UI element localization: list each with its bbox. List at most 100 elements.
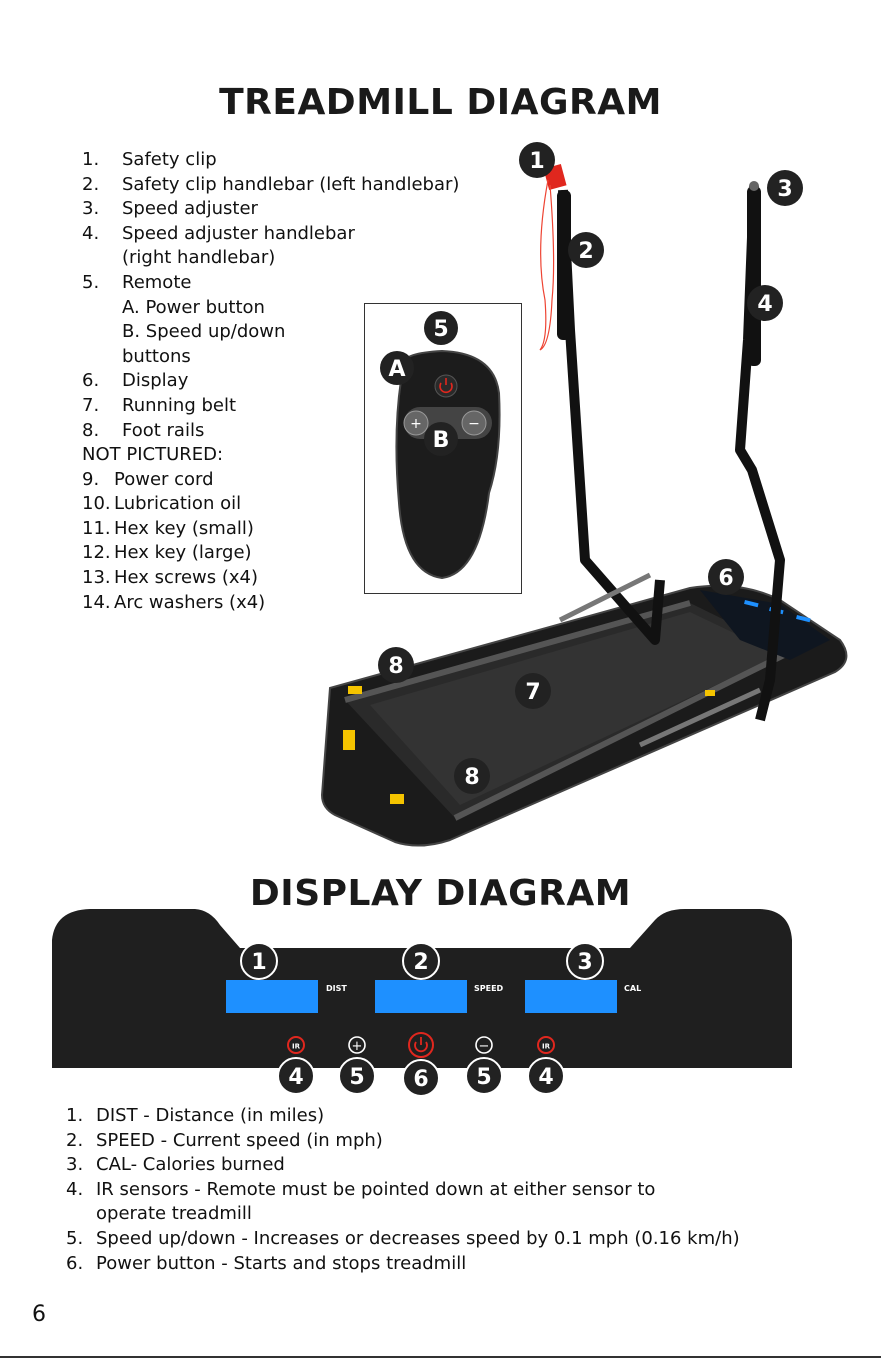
list-item: 5.Speed up/down - Increases or decreases… <box>66 1227 740 1249</box>
svg-text:+: + <box>352 1039 363 1054</box>
svg-text:7: 7 <box>525 680 540 705</box>
display-callout-4-right: 4 <box>527 1057 565 1095</box>
callout-B: B <box>424 422 458 456</box>
list-item: 6.Power button - Starts and stops treadm… <box>66 1252 467 1274</box>
ir-sensor-icon <box>287 1036 305 1054</box>
list-item: 3.Speed adjuster <box>82 198 258 220</box>
remote-power-button[interactable] <box>434 374 458 398</box>
list-item: 1.DIST - Distance (in miles) <box>66 1105 325 1126</box>
list-item: 2.Safety clip handlebar (left handlebar) <box>82 173 460 195</box>
svg-text:4: 4 <box>538 1065 553 1090</box>
not-pictured-list: NOT PICTURED: 9.Power cord 10.Lubricatio… <box>82 443 265 615</box>
list-item: 4.Speed adjuster handlebar(right handleb… <box>82 222 355 269</box>
list-item: 8.Foot rails <box>82 419 205 441</box>
svg-text:4: 4 <box>288 1065 303 1090</box>
safety-clip-cord <box>539 179 555 351</box>
page-bottom-border <box>0 1356 881 1358</box>
list-item: 5.Remote <box>82 271 192 293</box>
display-diagram-title: DISPLAY DIAGRAM <box>249 873 632 914</box>
parts-list: 1.Safety clip 2.Safety clip handlebar (l… <box>82 148 459 443</box>
speed-screen <box>375 980 467 1013</box>
svg-text:8: 8 <box>388 654 403 679</box>
panel-speed-down-button[interactable]: − <box>475 1036 493 1054</box>
warning-sticker <box>390 794 404 804</box>
display-panel: DIST SPEED CAL IR + − IR 1 2 3 4 5 6 5 4 <box>52 909 792 1097</box>
list-item: 14.Arc washers (x4) <box>82 591 266 613</box>
support-strut <box>638 687 762 748</box>
list-item: B. Speed up/down <box>122 321 286 343</box>
svg-text:6: 6 <box>718 566 733 591</box>
page-number: 6 <box>32 1302 46 1327</box>
power-icon <box>408 1032 434 1058</box>
display-callout-4-left: 4 <box>277 1057 315 1095</box>
power-glyph <box>414 1041 428 1053</box>
callout-7: 7 <box>515 673 551 709</box>
callout-1: 1 <box>519 142 555 178</box>
callout-4: 4 <box>747 285 783 321</box>
svg-text:IR: IR <box>542 1043 551 1051</box>
svg-text:4: 4 <box>757 292 772 317</box>
dist-screen <box>226 980 318 1013</box>
display-items-list: 1.DIST - Distance (in miles) 2.SPEED - C… <box>66 1104 740 1276</box>
list-item: 4.IR sensors - Remote must be pointed do… <box>66 1178 656 1225</box>
svg-text:−: − <box>479 1039 490 1054</box>
panel-speed-up-button[interactable]: + <box>348 1036 366 1054</box>
treadmill-diagram-title: TREADMILL DIAGRAM <box>219 82 662 123</box>
list-item: 3.CAL- Calories burned <box>66 1154 285 1176</box>
list-item: 9.Power cord <box>82 468 214 490</box>
list-item: 1.Safety clip <box>82 149 217 170</box>
not-pictured-heading: NOT PICTURED: <box>82 444 224 465</box>
treadmill-illustration: 1 2 3 4 6 7 8 8 <box>320 142 848 847</box>
list-item: 13.Hex screws (x4) <box>82 566 258 588</box>
minus-icon <box>475 1036 493 1054</box>
plus-icon <box>348 1036 366 1054</box>
callout-8-bottom: 8 <box>454 758 490 794</box>
display-screen <box>796 615 811 623</box>
running-belt-surface <box>370 612 780 805</box>
minus-icon: − <box>468 416 480 432</box>
svg-text:1: 1 <box>251 950 266 975</box>
svg-text:B: B <box>433 428 450 453</box>
list-item: 11.Hex key (small) <box>82 517 254 539</box>
list-item: 10.Lubrication oil <box>82 493 242 515</box>
display-callout-3: 3 <box>566 942 604 980</box>
callout-2: 2 <box>568 232 604 268</box>
display-callout-1: 1 <box>240 942 278 980</box>
callout-A: A <box>380 351 414 385</box>
list-item: 6.Display <box>82 370 189 392</box>
remote-speed-up-button[interactable] <box>403 410 429 436</box>
display-callout-2: 2 <box>402 942 440 980</box>
ir-sensor-right: IR <box>537 1036 555 1054</box>
display-callout-6: 6 <box>402 1059 440 1097</box>
ir-sensor-left: IR <box>287 1036 305 1054</box>
warning-sticker <box>348 686 362 694</box>
svg-text:3: 3 <box>777 177 792 202</box>
remote-illustration: + − 5 A B <box>380 311 501 580</box>
svg-text:5: 5 <box>433 317 448 342</box>
list-item: 12.Hex key (large) <box>82 542 252 564</box>
treadmill-display <box>700 590 830 660</box>
svg-text:5: 5 <box>349 1065 364 1090</box>
speed-adjuster <box>749 181 759 191</box>
callout-6: 6 <box>708 559 744 595</box>
callout-3: 3 <box>767 170 803 206</box>
list-item: A. Power button <box>122 296 265 318</box>
remote-speed-down-button[interactable] <box>461 410 487 436</box>
list-item: buttons <box>122 345 191 367</box>
right-handlebar-grip <box>747 186 761 366</box>
plus-icon: + <box>410 416 422 432</box>
warning-sticker <box>705 690 715 696</box>
list-item: 7.Running belt <box>82 394 237 416</box>
cal-screen <box>525 980 617 1013</box>
callout-8-top: 8 <box>378 647 414 683</box>
callout-5: 5 <box>424 311 458 345</box>
svg-text:5: 5 <box>476 1065 491 1090</box>
panel-power-button[interactable] <box>408 1032 434 1058</box>
svg-text:IR: IR <box>292 1043 301 1051</box>
foot-rail <box>453 649 792 821</box>
display-callout-5-right: 5 <box>465 1057 503 1095</box>
display-callout-5-left: 5 <box>338 1057 376 1095</box>
ir-sensor-icon <box>537 1036 555 1054</box>
power-icon <box>439 382 453 394</box>
svg-text:2: 2 <box>578 239 593 264</box>
